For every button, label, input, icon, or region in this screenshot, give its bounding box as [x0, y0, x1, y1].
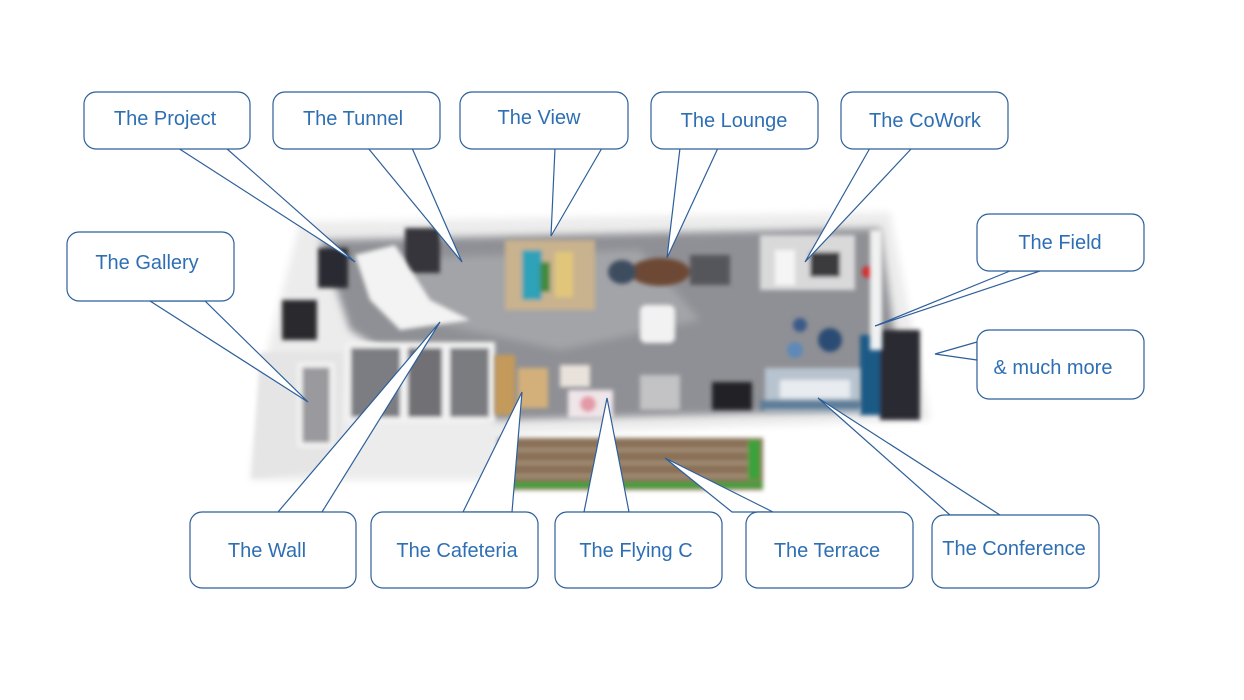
callout-box-field [976, 213, 1145, 272]
callout-label-cafeteria: The Cafeteria [396, 540, 518, 562]
callout-label-terrace: The Terrace [774, 540, 880, 562]
callout-pointers [147, 147, 1041, 516]
callout-label-tunnel: The Tunnel [303, 108, 403, 130]
callout-box-view [459, 91, 629, 150]
lounge-area [608, 255, 730, 286]
callout-label-view: The View [497, 107, 581, 129]
pointer-more [934, 341, 978, 361]
callout-label-lounge: The Lounge [681, 110, 788, 132]
callout-box-project [83, 91, 251, 150]
callout-label-cowork: The CoWork [869, 110, 982, 132]
terrace-area [498, 438, 763, 490]
callout-label-flyingc: The Flying C [579, 540, 692, 562]
callout-box-gallery [66, 231, 235, 302]
central-pod [640, 305, 675, 343]
conference-area [760, 368, 860, 413]
pointer-terrace [664, 457, 774, 513]
callout-label-field: The Field [1018, 232, 1101, 254]
cafeteria-area [495, 355, 590, 415]
callout-box-cafeteria [370, 511, 539, 589]
callout-label-wall: The Wall [228, 540, 306, 562]
callout-label-conference: The Conference [942, 538, 1085, 560]
callout-box-lounge [650, 91, 819, 150]
callout-label-more: & much more [994, 357, 1113, 379]
callout-box-wall [189, 511, 357, 589]
callout-box-tunnel [272, 91, 441, 150]
callout-box-cowork [840, 91, 1009, 150]
callout-label-gallery: The Gallery [95, 252, 198, 274]
cowork-area [760, 235, 874, 290]
dark-blocks [282, 228, 920, 420]
floorplan-illustration [250, 212, 930, 490]
callout-label-project: The Project [114, 108, 217, 130]
callout-boxes [66, 91, 1145, 589]
view-area [505, 240, 595, 310]
callout-box-more [976, 329, 1145, 400]
field-area [787, 230, 882, 358]
project-wall [355, 245, 470, 330]
callout-box-conference [931, 514, 1100, 589]
callout-box-terrace [745, 511, 914, 589]
callout-box-flyingc [554, 511, 723, 589]
callout-labels: The Project The Tunnel The View The Loun… [95, 107, 1112, 562]
